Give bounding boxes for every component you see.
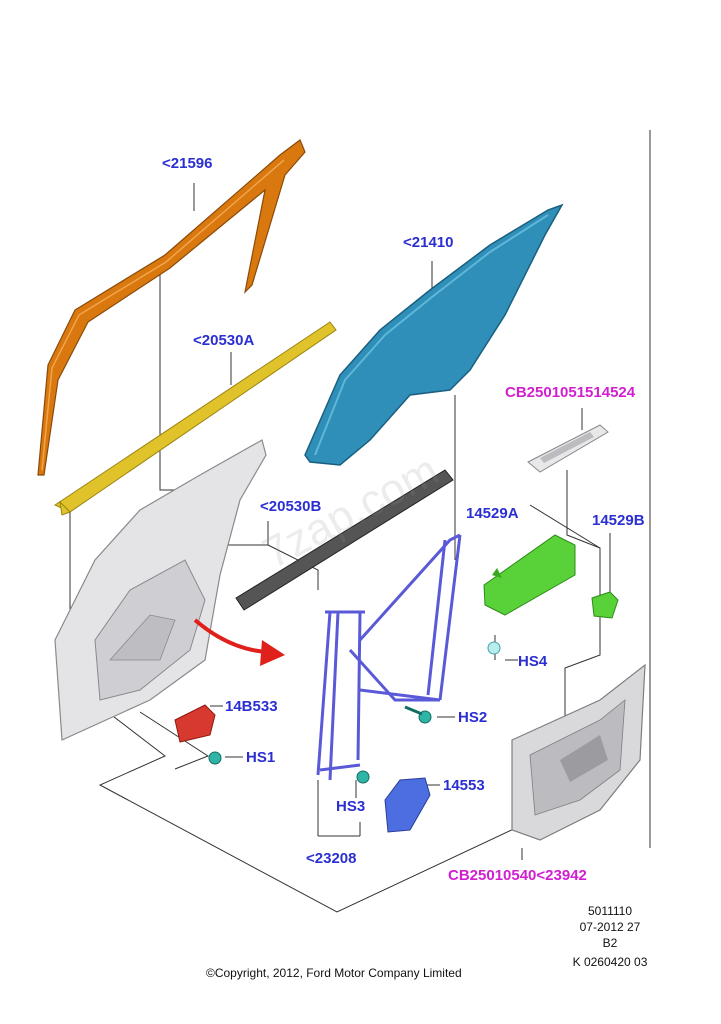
- glass-run-part: [37, 139, 306, 476]
- label-motor: 14553: [443, 777, 485, 794]
- meta-line-1: 5011110: [587, 904, 633, 918]
- window-regulator-part: [316, 533, 462, 781]
- door-glass-part: [304, 203, 564, 466]
- single-switch-part: [591, 591, 619, 619]
- screw-hs1: [208, 751, 222, 765]
- label-master-switch: 14529A: [466, 505, 519, 522]
- module-part: [174, 704, 216, 743]
- label-regulator: <23208: [306, 850, 357, 867]
- screw-hs4: [487, 641, 501, 655]
- meta-line-4: K 0260420 03: [572, 955, 648, 969]
- label-belt-inner: <20530B: [260, 498, 322, 515]
- copyright-text: ©Copyright, 2012, Ford Motor Company Lim…: [206, 966, 462, 980]
- label-screw-hs4: HS4: [518, 653, 548, 670]
- outer-belt-moulding-part: [53, 321, 337, 516]
- label-module: 14B533: [225, 698, 278, 715]
- inner-belt-moulding-part: [235, 469, 454, 611]
- motor-part: [384, 777, 431, 833]
- meta-line-3: B2: [602, 936, 618, 950]
- door-shell-part: [54, 439, 267, 741]
- door-trim-panel-part: [511, 663, 646, 841]
- label-single-switch: 14529B: [592, 512, 645, 529]
- label-glass: <21410: [403, 234, 454, 251]
- master-switch-part: [483, 534, 576, 616]
- switch-bezel-part: [527, 424, 609, 473]
- label-screw-hs2: HS2: [458, 709, 488, 726]
- meta-line-2: 07-2012 27: [579, 920, 641, 934]
- screw-hs2: [404, 705, 432, 724]
- label-door-trim: CB25010540<23942: [448, 867, 587, 884]
- label-belt-outer: <20530A: [193, 332, 255, 349]
- screw-hs3: [356, 770, 370, 784]
- label-switch-bezel: CB2501051514524: [505, 384, 636, 401]
- label-screw-hs1: HS1: [246, 749, 276, 766]
- label-glass-run: <21596: [162, 155, 213, 172]
- red-arrow-icon: [193, 618, 285, 666]
- label-screw-hs3: HS3: [336, 798, 366, 815]
